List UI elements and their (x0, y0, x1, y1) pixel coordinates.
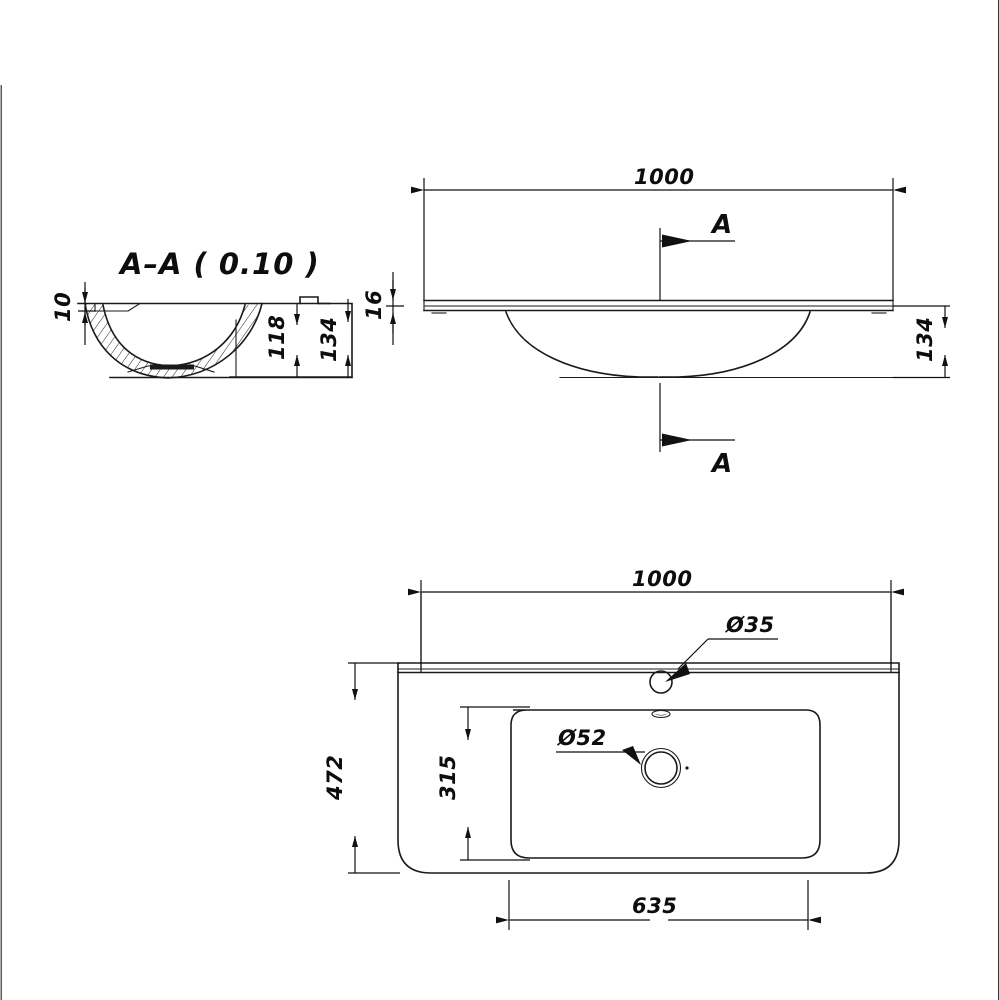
dimension-1000-front: 1000 (411, 165, 906, 300)
callout-d35-label: Ø35 (725, 613, 775, 637)
callout-d52-label: Ø52 (557, 726, 607, 750)
dimension-635-label: 635 (632, 894, 677, 918)
section-profile (77, 296, 353, 379)
dimension-472-label: 472 (323, 755, 347, 801)
dimension-118-label: 118 (265, 315, 289, 360)
dimension-1000-plan-label: 1000 (632, 567, 692, 591)
dimension-472: 472 (323, 662, 400, 874)
section-mark-a-bottom: A (659, 383, 735, 479)
front-elevation-view: 1000 16 (362, 165, 950, 479)
dimension-1000-plan: 1000 (408, 567, 904, 668)
dimension-10: 10 (51, 282, 96, 345)
dimension-134-section: 134 (317, 299, 351, 378)
section-a-a-view: A–A ( 0.10 ) (51, 247, 353, 379)
dimension-635: 635 (496, 880, 821, 930)
callout-d35: Ø35 (665, 613, 778, 682)
dimension-10-label: 10 (51, 292, 75, 322)
dimension-134-front-label: 134 (913, 317, 937, 362)
dimension-16-label: 16 (362, 290, 386, 320)
callout-d52: Ø52 (556, 726, 645, 765)
dimension-118: 118 (265, 303, 300, 377)
tap-hole (649, 670, 673, 694)
plan-view: 1000 (323, 567, 904, 930)
plan-bowl (510, 709, 821, 859)
dimension-315: 315 (436, 706, 530, 861)
dimension-16: 16 (362, 272, 404, 345)
section-mark-a-top-label: A (710, 210, 732, 240)
dimension-1000-front-label: 1000 (634, 165, 694, 189)
front-body (423, 299, 894, 379)
plan-projection-lines (420, 592, 892, 672)
drain-hole (640, 747, 689, 789)
dimension-315-label: 315 (436, 755, 460, 800)
overflow-slot (651, 709, 671, 719)
plan-outline (397, 662, 900, 874)
dimension-134-section-label: 134 (317, 317, 341, 362)
section-title: A–A ( 0.10 ) (118, 247, 320, 281)
section-mark-a-bottom-label: A (710, 449, 732, 479)
dimension-134-front: 134 (893, 305, 950, 379)
section-mark-a-top: A (659, 210, 735, 300)
